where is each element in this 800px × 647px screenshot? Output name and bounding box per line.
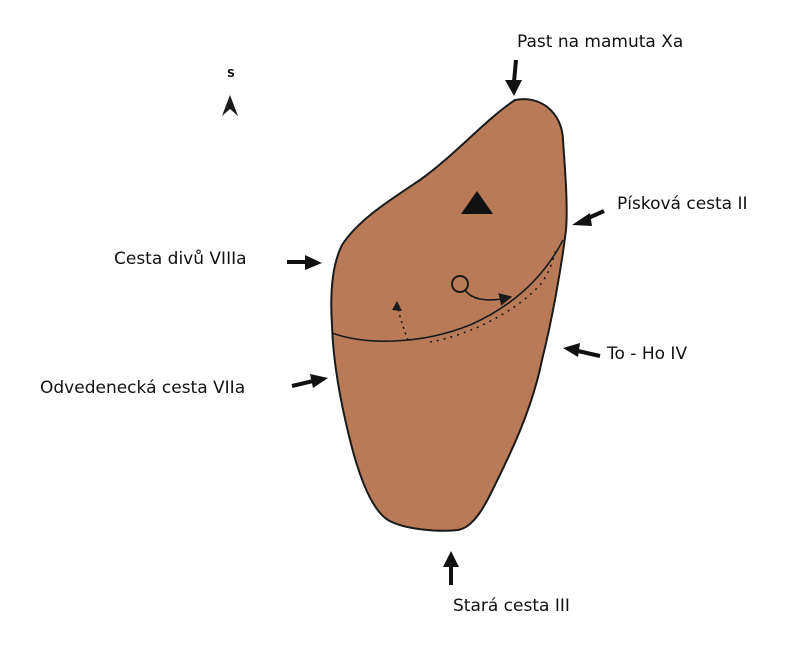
descent-ring-icon <box>451 275 469 293</box>
route-label-stara-cesta: Stará cesta III <box>453 596 570 616</box>
route-label-to-ho: To - Ho IV <box>606 344 687 364</box>
arrow-to-ho-icon <box>563 343 601 358</box>
route-label-odvedenecka-cesta: Odvedenecká cesta VIIa <box>40 378 245 398</box>
summit-triangle-icon <box>461 191 493 214</box>
compass: S <box>222 67 238 116</box>
route-label-cesta-divu: Cesta divů VIIIa <box>114 249 247 269</box>
arrow-odvedenecka-cesta-icon <box>291 374 328 388</box>
arrow-cesta-divu-icon <box>287 255 322 270</box>
compass-label: S <box>227 67 235 80</box>
route-labels: Past na mamuta Xa Písková cesta II Cesta… <box>40 32 748 616</box>
route-label-piskova-cesta: Písková cesta II <box>617 194 748 214</box>
descent-arrow-line <box>464 289 513 306</box>
arrow-piskova-cesta-icon <box>572 209 605 226</box>
rock-outline <box>330 98 568 532</box>
route-arrows <box>287 59 605 585</box>
rappel-arrowhead-icon <box>392 301 402 311</box>
arrow-past-na-mamuta-icon <box>505 59 522 96</box>
arrow-stara-cesta-icon <box>443 551 459 585</box>
route-label-past-na-mamuta: Past na mamuta Xa <box>517 32 683 52</box>
summit-edge-line <box>331 239 564 342</box>
north-arrow-icon <box>222 95 238 116</box>
rock-formation <box>330 98 568 532</box>
